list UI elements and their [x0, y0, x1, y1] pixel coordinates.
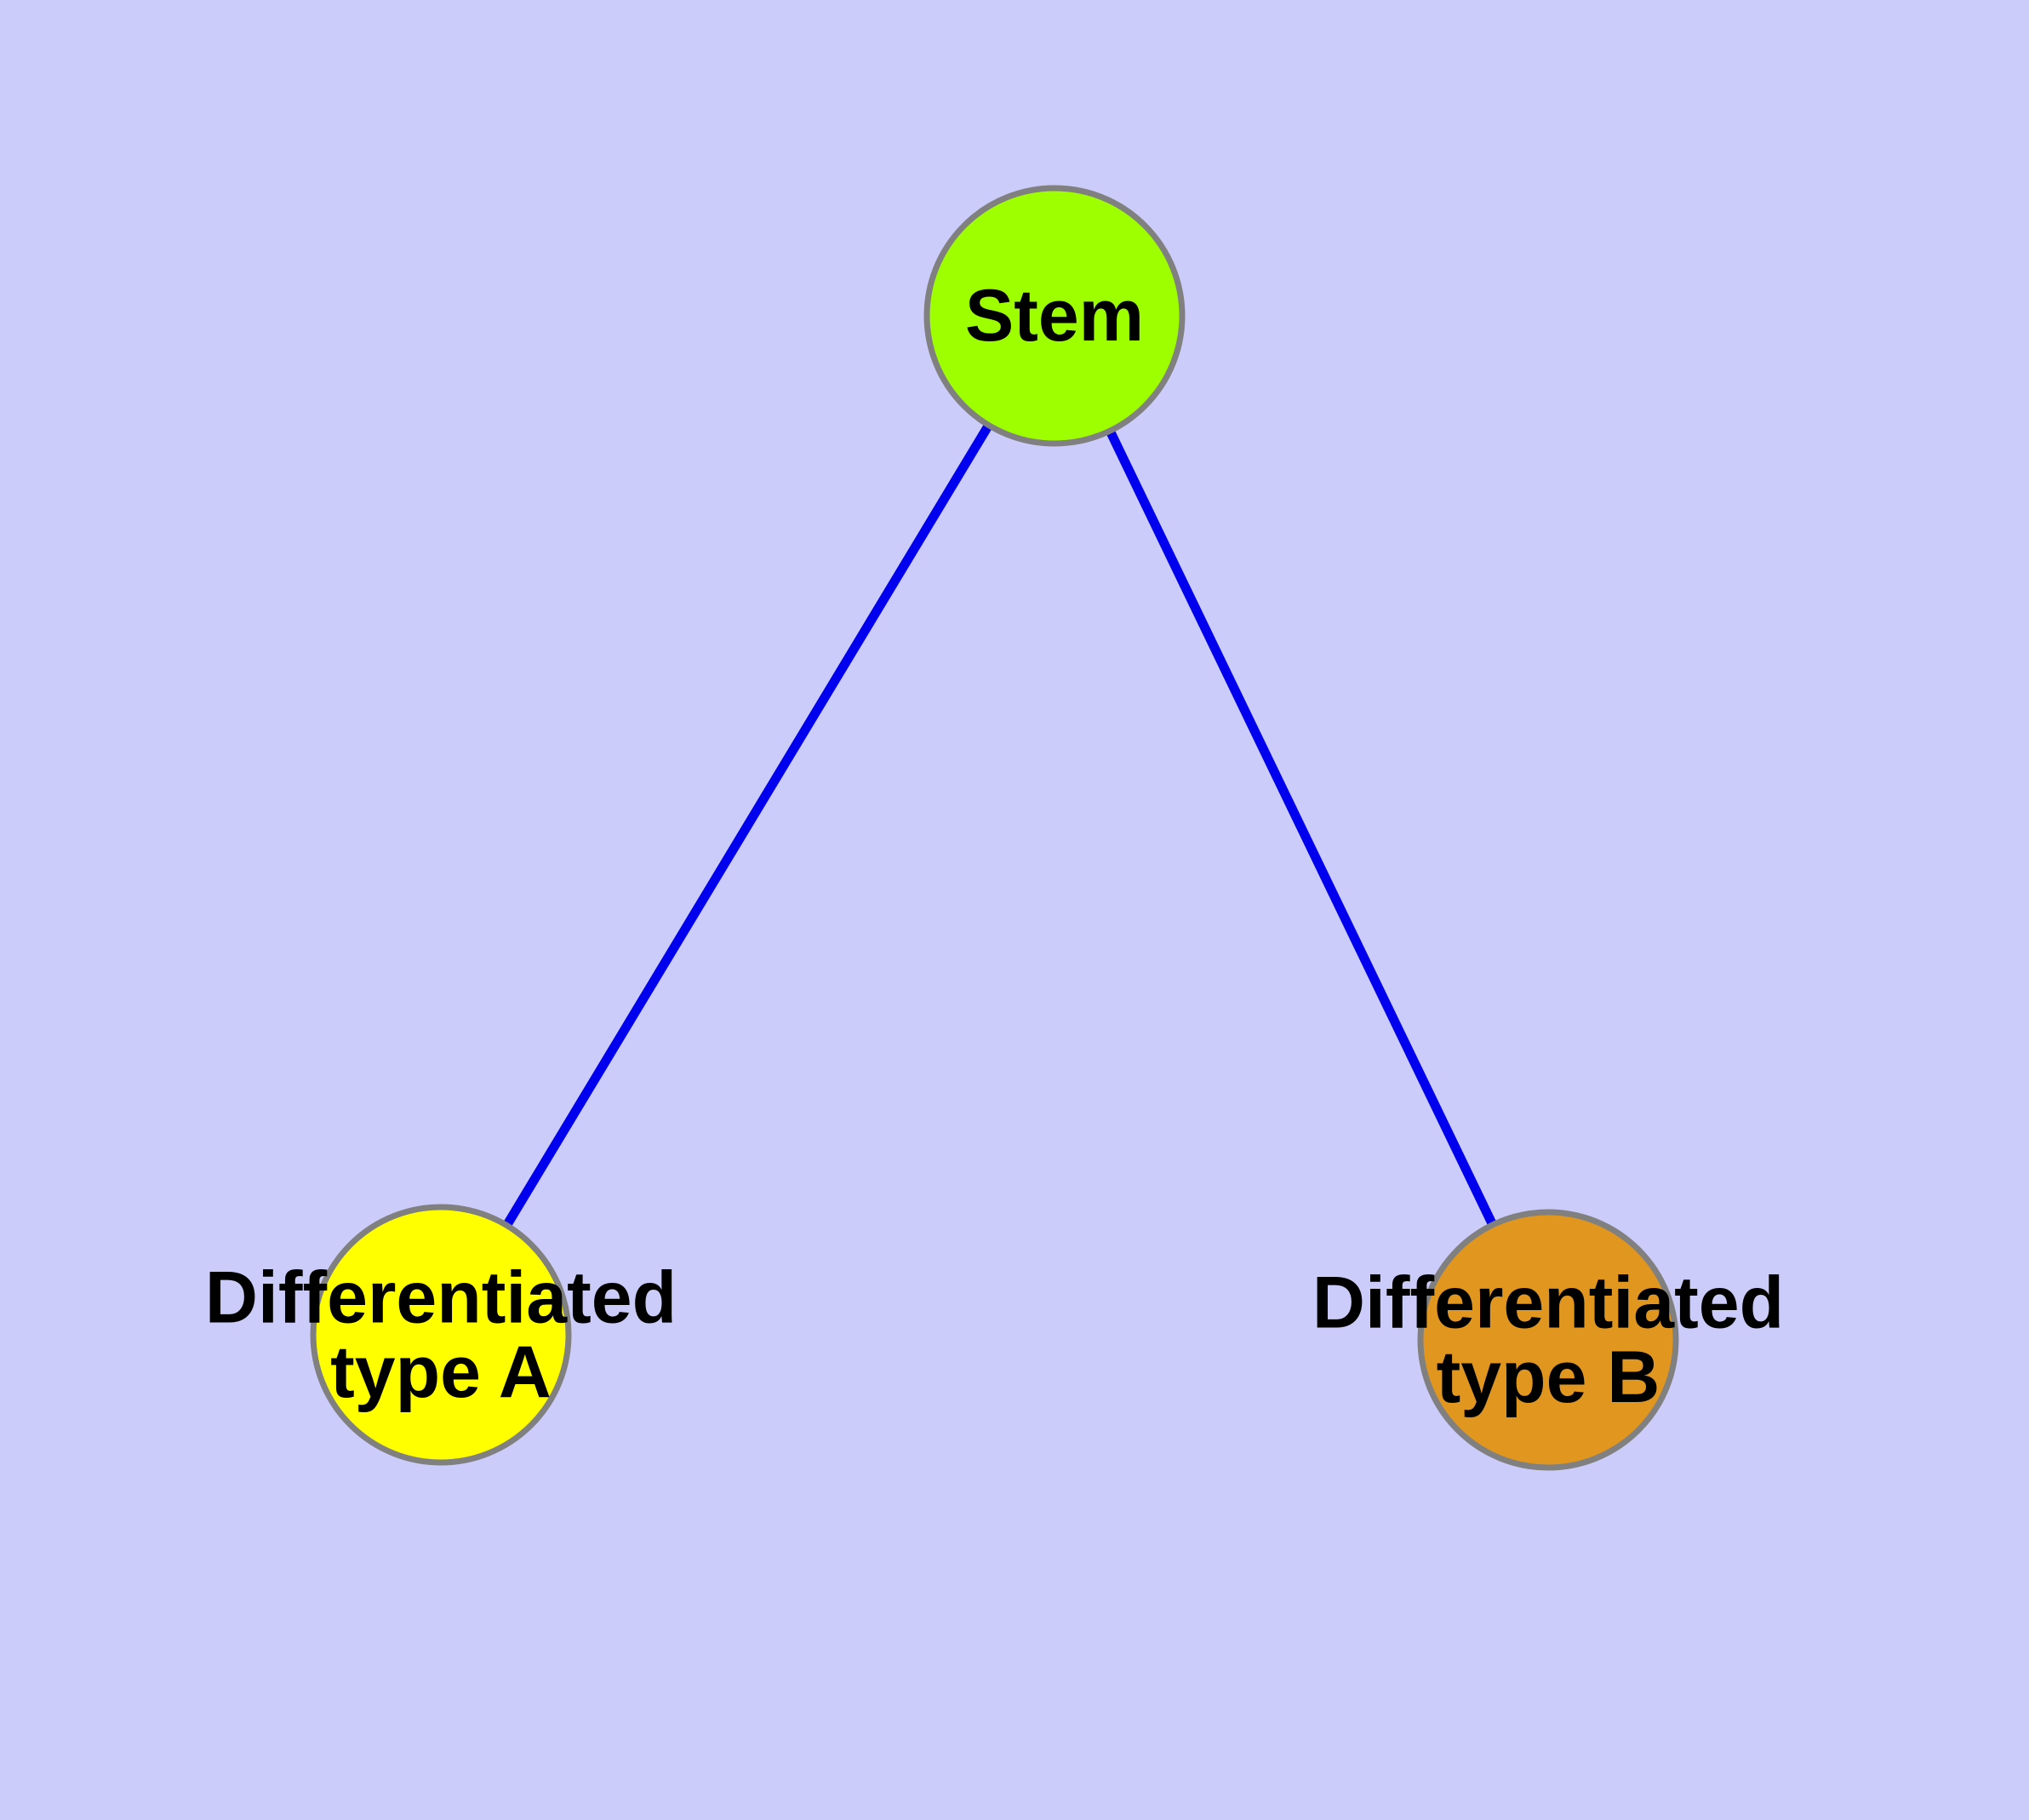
graph-edge-stem-to-diff-a[interactable] — [502, 422, 993, 1228]
graph-node-label-stem: Stem — [965, 275, 1144, 357]
label-line: Differentiated — [205, 1256, 677, 1338]
label-line: type B — [1437, 1336, 1660, 1418]
label-line: type A — [330, 1331, 552, 1413]
label-line: Stem — [965, 275, 1144, 357]
edges-layer — [502, 422, 1498, 1228]
graph-node-diff-a[interactable] — [310, 1204, 572, 1466]
graph-node-stem[interactable] — [923, 185, 1186, 447]
graph-node-diff-b[interactable] — [1417, 1209, 1679, 1471]
nodes-layer — [310, 185, 1679, 1471]
graph-edge-stem-to-diff-b[interactable] — [1105, 428, 1498, 1228]
label-line: Differentiated — [1312, 1262, 1784, 1343]
